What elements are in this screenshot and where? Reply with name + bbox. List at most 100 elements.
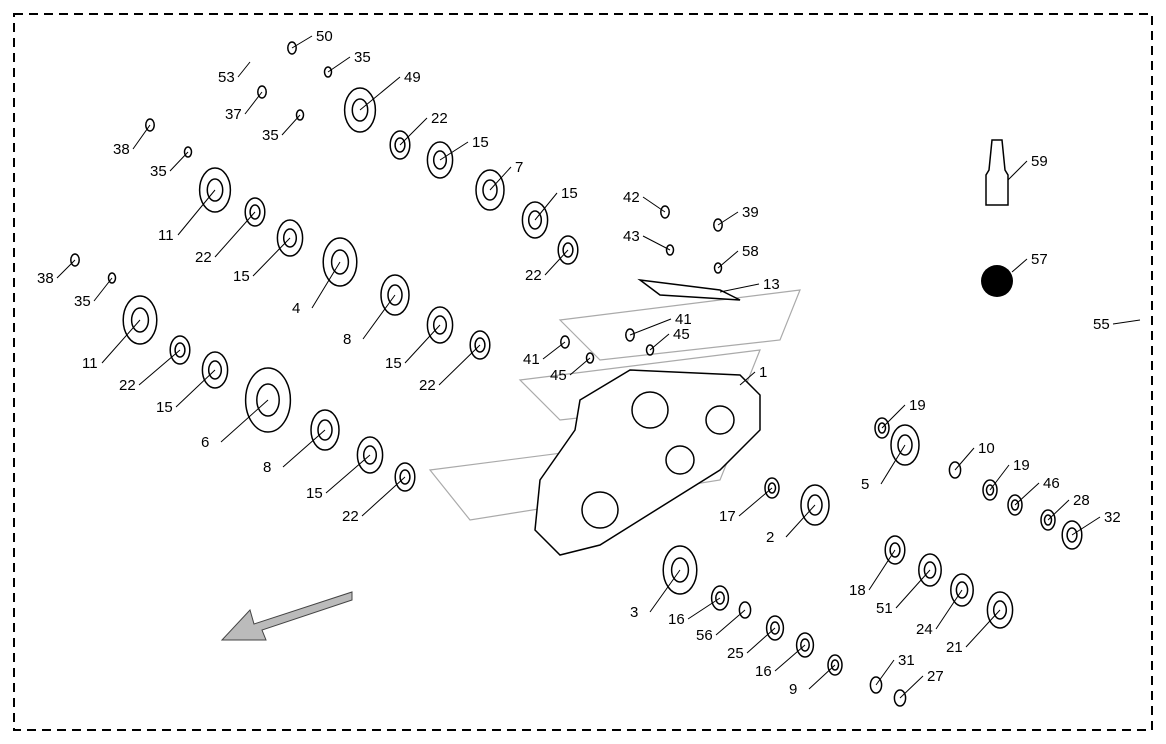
leader-line [965, 609, 1001, 648]
callout-2: 2 [766, 529, 774, 546]
callout-22: 22 [431, 110, 448, 127]
leader-lines [56, 35, 1141, 699]
leader-line [237, 61, 251, 78]
direction-arrow-icon [220, 591, 353, 641]
callout-55: 55 [1093, 316, 1110, 333]
callout-3: 3 [630, 604, 638, 621]
callout-57: 57 [1031, 251, 1048, 268]
leader-line [169, 151, 189, 172]
leader-line [774, 644, 806, 672]
callout-15: 15 [233, 268, 250, 285]
callout-24: 24 [916, 621, 933, 638]
leader-line [899, 675, 924, 699]
leader-line [717, 211, 739, 226]
leader-line [359, 76, 401, 111]
leader-line [399, 117, 428, 146]
part-57-grease [981, 265, 1013, 297]
callout-25: 25 [727, 645, 744, 662]
leader-line [719, 283, 760, 293]
callout-22: 22 [342, 508, 359, 525]
callout-1: 1 [759, 364, 767, 381]
callout-19: 19 [909, 397, 926, 414]
leader-line [875, 659, 895, 686]
callout-45: 45 [550, 367, 567, 384]
callout-38: 38 [37, 270, 54, 287]
leader-line [785, 504, 816, 538]
callout-13: 13 [763, 276, 780, 293]
leader-line [642, 196, 666, 213]
leader-line [362, 294, 396, 340]
callout-8: 8 [263, 459, 271, 476]
callout-22: 22 [525, 267, 542, 284]
callout-11: 11 [82, 355, 98, 372]
leader-line [739, 371, 756, 386]
leader-line [327, 56, 351, 73]
callout-22: 22 [119, 377, 136, 394]
part-59-sealant-bottle [985, 139, 1009, 206]
callout-15: 15 [156, 399, 173, 416]
leader-line [439, 141, 469, 161]
leader-line [1071, 516, 1101, 536]
leader-line [325, 454, 371, 494]
gearbox-housing [534, 278, 761, 556]
callout-15: 15 [385, 355, 402, 372]
callout-35: 35 [74, 293, 91, 310]
leader-line [534, 192, 558, 221]
leader-line [717, 250, 739, 269]
callout-35: 35 [354, 49, 371, 66]
callout-41: 41 [523, 351, 540, 368]
leader-line [244, 91, 263, 115]
leader-line [649, 333, 670, 351]
leader-line [629, 318, 672, 336]
leader-line [880, 444, 906, 485]
callout-56: 56 [696, 627, 713, 644]
leader-line [252, 237, 291, 277]
callout-9: 9 [789, 681, 797, 698]
assembly-boundary [13, 13, 1153, 731]
callout-16: 16 [668, 611, 685, 628]
leader-line [544, 249, 569, 276]
callout-21: 21 [946, 639, 963, 656]
leader-line [1007, 160, 1028, 181]
leader-line [132, 124, 151, 150]
leader-line [881, 404, 906, 429]
callout-28: 28 [1073, 492, 1090, 509]
leader-line [1112, 319, 1141, 325]
leader-line [1011, 258, 1028, 273]
leader-line [282, 429, 326, 468]
callout-35: 35 [262, 127, 279, 144]
leader-line [438, 344, 481, 386]
leader-line [138, 349, 181, 386]
leader-line [311, 261, 341, 309]
callout-18: 18 [849, 582, 866, 599]
callout-16: 16 [755, 663, 772, 680]
leader-line [177, 189, 216, 236]
leader-line [642, 235, 671, 251]
callout-50: 50 [316, 28, 333, 45]
callout-22: 22 [419, 377, 436, 394]
leader-line [291, 35, 313, 49]
leader-line [542, 341, 566, 360]
callout-10: 10 [978, 440, 995, 457]
leader-line [715, 609, 746, 636]
callout-22: 22 [195, 249, 212, 266]
callout-53: 53 [218, 69, 235, 86]
leader-line [281, 114, 301, 136]
leader-line [954, 447, 975, 471]
callout-35: 35 [150, 163, 167, 180]
leader-line [1014, 482, 1040, 506]
callout-39: 39 [742, 204, 759, 221]
callout-45: 45 [673, 326, 690, 343]
callout-51: 51 [876, 600, 893, 617]
leader-line [569, 357, 591, 376]
callout-49: 49 [404, 69, 421, 86]
callout-59: 59 [1031, 153, 1048, 170]
callout-15: 15 [561, 185, 578, 202]
leader-line [935, 589, 963, 630]
callout-58: 58 [742, 243, 759, 260]
callout-27: 27 [927, 668, 944, 685]
callout-41: 41 [675, 311, 692, 328]
leader-line [738, 487, 773, 517]
leader-line [404, 324, 441, 364]
